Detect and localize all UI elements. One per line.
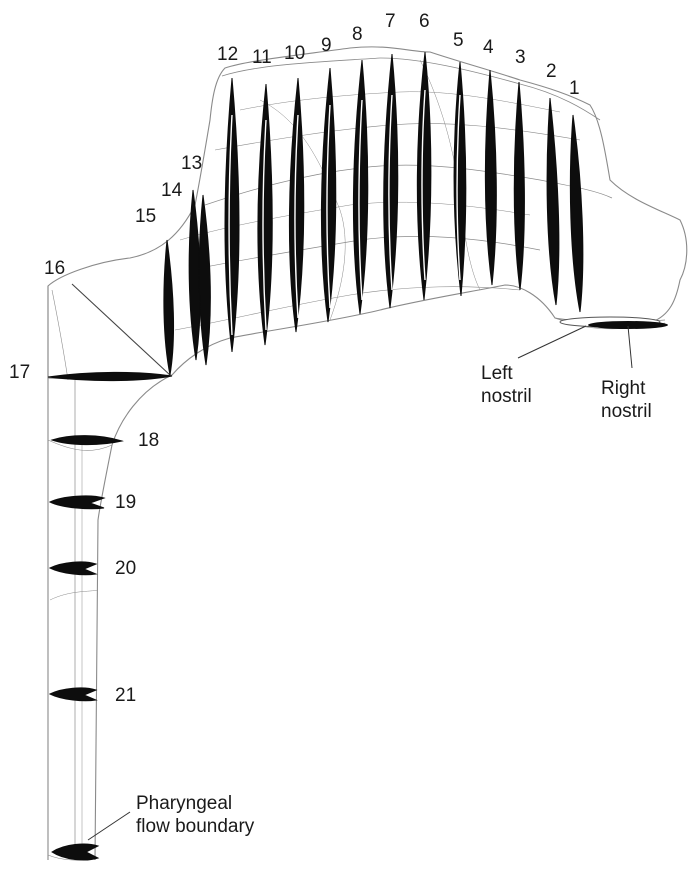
left-nostril-leader [517,325,587,359]
section-1-shape [569,114,584,313]
pharynx-sections [47,371,173,861]
right-nostril-label: Right nostril [601,377,652,423]
pharyngeal-boundary-label: Pharyngeal flow boundary [136,792,254,838]
coronal-sections [163,51,584,376]
section-label-15: 15 [135,206,157,227]
pharyngeal-boundary-shape [51,843,100,861]
leader-lines [87,325,633,841]
section-4-shape [484,69,497,286]
section-label-8: 8 [352,24,363,45]
section-10-shape [288,77,305,333]
section-label-17: 17 [9,362,31,383]
section-label-4: 4 [483,37,494,58]
left-nostril-label: Left nostril [481,362,532,408]
left-nostril-label-line1: Left [481,363,513,384]
section-label-16: 16 [44,258,66,279]
section-7-shape [383,53,399,309]
section-label-13: 13 [181,153,203,174]
section-9-shape [320,67,337,323]
section-11-shape [257,83,273,346]
left-nostril-label-line2: nostril [481,386,532,408]
section-label-21: 21 [115,685,137,706]
section-label-14: 14 [161,180,183,201]
section-21-shape [48,687,98,702]
pharyngeal-leader [87,811,131,841]
section-label-11: 11 [252,47,272,68]
section-label-12: 12 [217,44,239,65]
right-nostril-label-line2: nostril [601,401,652,423]
section-16-line [71,283,171,376]
pharyngeal-label-line2: flow boundary [136,816,255,838]
section-13-shape [188,189,201,361]
section-12-shape [224,77,240,353]
section-label-20: 20 [115,558,137,579]
pharyngeal-label-line1: Pharyngeal [136,793,233,814]
section-label-18: 18 [138,430,160,451]
section-17-shape [47,371,173,382]
section-18-shape [50,435,124,446]
section-3-shape [513,81,525,291]
section-2-shape [546,97,560,306]
section-label-5: 5 [453,30,464,51]
section-label-3: 3 [515,47,526,68]
section-slits [228,89,461,336]
section-20-shape [48,561,98,576]
right-nostril-shape [588,321,668,329]
section-19-shape [48,495,106,510]
right-nostril-label-line1: Right [601,378,646,399]
nostrils [559,316,668,329]
section-15-shape [163,239,175,376]
section-label-1: 1 [569,78,580,99]
section-label-2: 2 [546,61,557,82]
section-8-shape [352,59,369,315]
section-label-19: 19 [115,492,137,513]
section-label-6: 6 [419,11,430,32]
section-label-10: 10 [284,43,306,64]
section-label-9: 9 [321,35,332,56]
right-nostril-leader [627,325,633,369]
section-5-shape [453,61,467,297]
section-label-7: 7 [385,11,396,32]
section-14-shape [198,194,211,366]
section-6-shape [416,51,432,301]
